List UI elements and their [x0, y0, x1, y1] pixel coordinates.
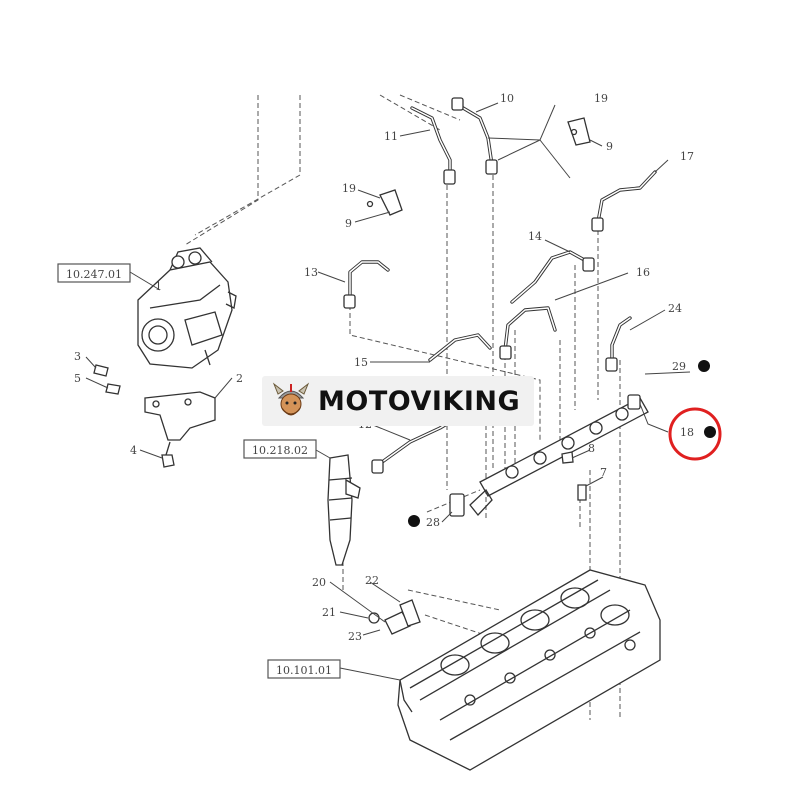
callout-1[interactable]: 1: [155, 280, 162, 293]
marker-dots: [408, 360, 716, 527]
ref-box-cylinder-head[interactable]: 10.101.01: [267, 659, 341, 679]
pipe-14[interactable]: [510, 250, 595, 304]
callout-14[interactable]: 14: [528, 230, 542, 243]
clamp-9a[interactable]: [366, 189, 403, 216]
callout-22[interactable]: 22: [365, 574, 379, 587]
bolt-8[interactable]: [561, 451, 574, 464]
bolt-4[interactable]: [161, 441, 175, 468]
ref-box-injector-label: 10.218.02: [252, 444, 308, 457]
callout-11[interactable]: 11: [384, 130, 398, 143]
callout-15[interactable]: 15: [354, 356, 368, 369]
pipe-17[interactable]: [591, 170, 657, 232]
callout-19a[interactable]: 19: [342, 182, 356, 195]
cylinder-head[interactable]: [397, 569, 661, 771]
callout-23[interactable]: 23: [348, 630, 362, 643]
pipe-24[interactable]: [605, 316, 632, 372]
pipe-13[interactable]: [343, 260, 390, 309]
callout-3[interactable]: 3: [74, 350, 81, 363]
callout-24[interactable]: 24: [668, 302, 682, 315]
callout-4[interactable]: 4: [130, 444, 137, 457]
callout-9a[interactable]: 9: [345, 217, 352, 230]
callout-29[interactable]: 29: [672, 360, 686, 373]
ref-box-cylinder-head-label: 10.101.01: [276, 664, 332, 677]
leader-lines: [85, 102, 691, 681]
callout-19b[interactable]: 19: [594, 92, 608, 105]
bolt-3[interactable]: [93, 364, 109, 377]
injection-pump[interactable]: [137, 247, 237, 369]
fitting-22[interactable]: [399, 599, 421, 627]
callout-9b[interactable]: 9: [606, 140, 613, 153]
watermark-banner: MOTOVIKING: [262, 376, 534, 426]
bolt-7[interactable]: [577, 484, 587, 501]
ref-box-injection-pump-label: 10.247.01: [66, 268, 122, 281]
fuel-rail[interactable]: [469, 394, 649, 516]
callout-17[interactable]: 17: [680, 150, 694, 163]
pump-bracket[interactable]: [144, 391, 216, 441]
pipe-11[interactable]: [410, 106, 456, 185]
clamp-9b[interactable]: [567, 117, 591, 146]
callout-20[interactable]: 20: [312, 576, 326, 589]
callout-5[interactable]: 5: [74, 372, 81, 385]
injector[interactable]: [327, 454, 361, 566]
bolt-5[interactable]: [105, 383, 121, 395]
watermark-text: MOTOVIKING: [318, 385, 521, 417]
viking-head-icon: [270, 380, 312, 422]
callout-2[interactable]: 2: [236, 372, 243, 385]
marker-dot-18: [704, 426, 716, 438]
callout-13[interactable]: 13: [304, 266, 318, 279]
pressure-sensor-28[interactable]: [449, 493, 465, 517]
pipe-10[interactable]: [451, 97, 498, 175]
callout-28[interactable]: 28: [426, 516, 440, 529]
marker-dot-28: [408, 515, 420, 527]
pipe-16[interactable]: [499, 306, 557, 360]
callout-21[interactable]: 21: [322, 606, 336, 619]
callout-8[interactable]: 8: [588, 442, 595, 455]
ref-box-injection-pump[interactable]: 10.247.01: [57, 263, 131, 283]
callout-7[interactable]: 7: [600, 466, 607, 479]
callout-10[interactable]: 10: [500, 92, 514, 105]
callouts: 1 2 3 4 5 7 8 9 9 10 11 12 13 14 15 16 1…: [74, 92, 694, 643]
callout-18[interactable]: 18: [680, 426, 694, 439]
pipe-15[interactable]: [428, 333, 492, 362]
highlight-circle: [668, 407, 722, 461]
callout-16[interactable]: 16: [636, 266, 650, 279]
ref-box-injector[interactable]: 10.218.02: [243, 439, 317, 459]
marker-dot-29: [698, 360, 710, 372]
